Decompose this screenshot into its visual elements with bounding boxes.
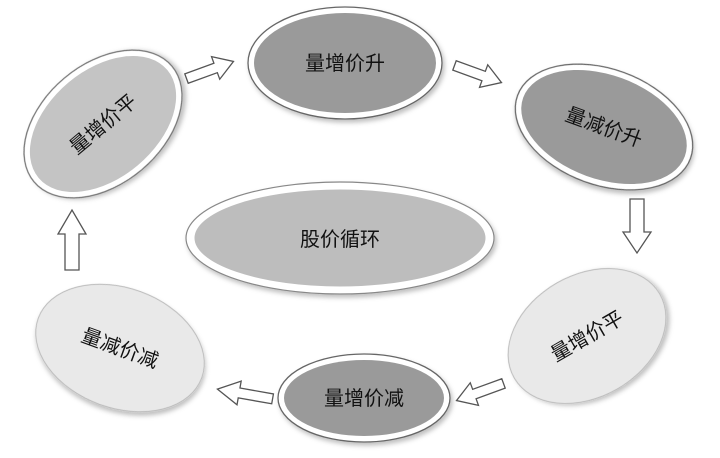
stage-bottom-fill — [284, 360, 444, 436]
stage-left-upper-fill — [29, 55, 177, 193]
arrow-to-top-stage — [183, 55, 235, 85]
arrow-to-right-upper-stage — [451, 59, 503, 89]
center-label: 股价循环 — [300, 227, 380, 251]
stage-top: 量增价升 — [247, 6, 443, 120]
arrow-to-bottom-stage — [455, 377, 507, 407]
arrow-to-left-upper-stage — [56, 208, 88, 271]
arrow-to-right-lower-stage — [621, 198, 653, 255]
flow-arrows — [56, 55, 653, 407]
stage-right-lower: 量增价平 — [507, 268, 667, 404]
stage-top-fill — [254, 13, 436, 113]
center-node: 股价循环 — [185, 181, 495, 295]
stage-right-upper: 量减价升 — [514, 63, 694, 191]
stage-right-upper-fill — [521, 69, 687, 185]
stage-top-label: 量增价升 — [305, 51, 385, 75]
stage-bottom-label: 量增价减 — [324, 386, 404, 410]
arrow-to-left-lower-stage — [216, 380, 275, 406]
stage-left-lower: 量减价减 — [35, 283, 205, 413]
stage-left-upper: 量增价平 — [23, 49, 183, 199]
stage-bottom: 量增价减 — [277, 353, 451, 443]
center-node-fill — [191, 186, 489, 290]
